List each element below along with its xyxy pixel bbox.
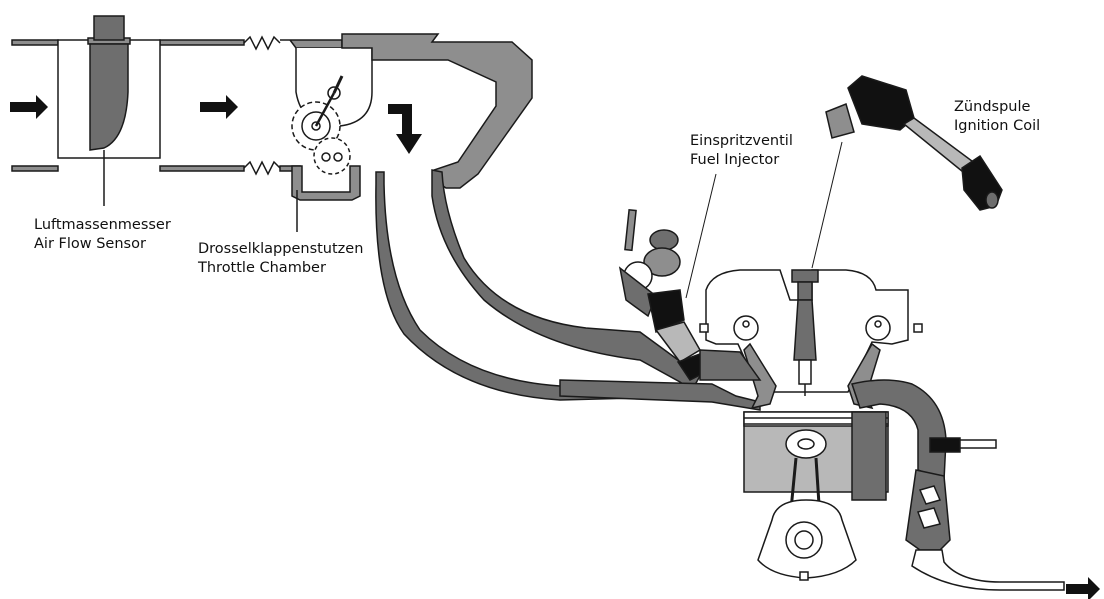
flow-arrow-down — [388, 104, 422, 154]
ignition-coil — [825, 75, 1003, 211]
fuel-injector-label-de: Einspritzventil — [690, 133, 793, 149]
throttle-chamber-label-en: Throttle Chamber — [198, 260, 326, 276]
spark-plug — [791, 269, 819, 396]
throttle-chamber-label: Drosselklappenstutzen Throttle Chamber — [198, 240, 363, 278]
fuel-injector-label: Einspritzventil Fuel Injector — [690, 132, 793, 170]
leader-line-coil — [811, 141, 843, 269]
intake-arrow-2 — [200, 95, 238, 119]
throttle-chamber-label-de: Drosselklappenstutzen — [198, 241, 364, 257]
fuel-injector — [618, 208, 707, 381]
crankshaft — [757, 499, 857, 581]
intake-manifold — [341, 33, 761, 411]
fuel-injector-label-en: Fuel Injector — [690, 152, 780, 168]
leader-line-injector — [685, 173, 717, 299]
air-flow-sensor-label: Luftmassenmesser Air Flow Sensor — [34, 216, 171, 254]
exhaust-manifold — [851, 379, 1065, 591]
ignition-coil-label-en: Ignition Coil — [954, 118, 1041, 134]
exhaust-arrow — [1066, 577, 1100, 599]
ignition-coil-label-de: Zündspule — [954, 99, 1031, 115]
throttle-chamber — [291, 48, 373, 232]
ignition-coil-label: Zündspule Ignition Coil — [954, 98, 1040, 136]
air-flow-sensor-label-en: Air Flow Sensor — [34, 236, 146, 252]
air-flow-sensor-label-de: Luftmassenmesser — [34, 217, 171, 233]
intake-arrow-1 — [10, 95, 48, 119]
air-flow-sensor — [57, 15, 161, 206]
piston — [743, 411, 889, 521]
